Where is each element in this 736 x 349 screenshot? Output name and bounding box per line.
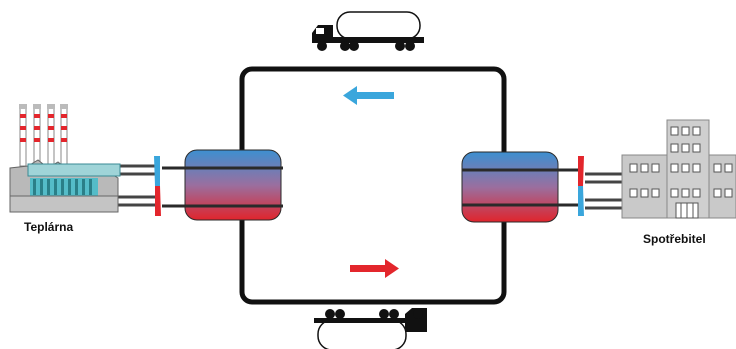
storage-tank-left (184, 149, 282, 221)
arrow-left-icon (343, 86, 394, 105)
tanker-truck-icon (314, 308, 427, 349)
apartment-building-icon (621, 119, 736, 219)
storage-tank-right (461, 151, 559, 223)
tanker-truck-icon (312, 11, 424, 51)
valve-right (578, 156, 584, 216)
consumer-label: Spotřebitel (643, 232, 706, 246)
valve-left (154, 156, 161, 216)
source-label: Teplárna (24, 220, 74, 234)
power-plant-icon (9, 104, 121, 213)
arrow-right-icon (350, 259, 399, 278)
